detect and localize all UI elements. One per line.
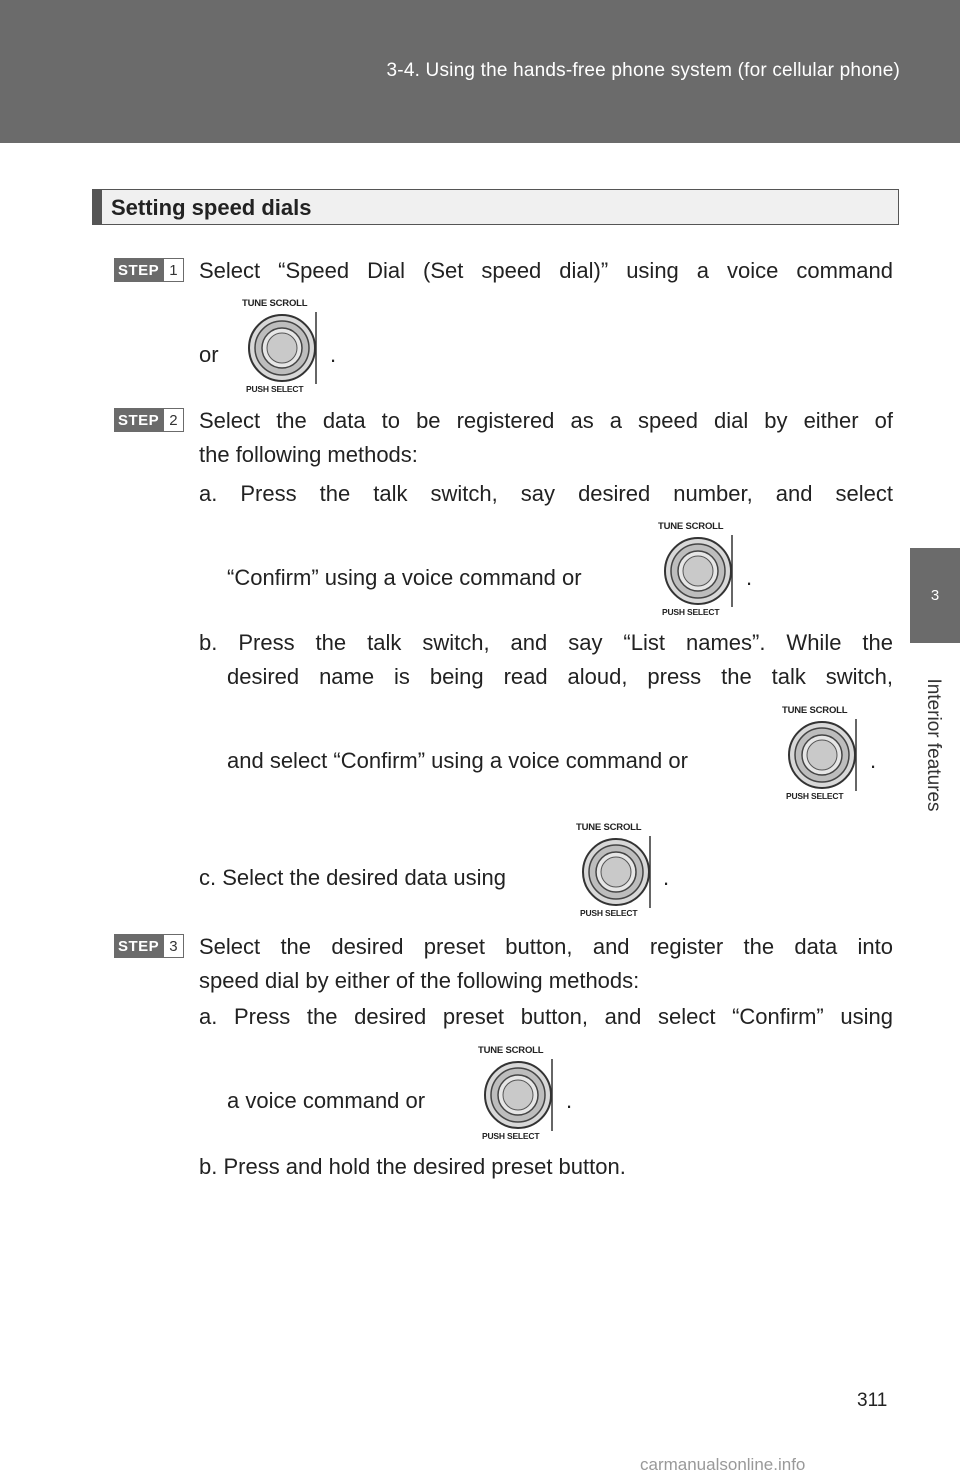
page-number: 311	[857, 1390, 888, 1411]
step-2a-end: .	[746, 565, 753, 590]
step-3a-line-2: a voice command or	[227, 1088, 426, 1113]
step-2c-line-1: c. Select the desired data using	[199, 865, 506, 890]
page-header: 3-4. Using the hands-free phone system (…	[0, 0, 960, 143]
step-2-line-1: Select the data to be registered as a sp…	[199, 408, 893, 433]
watermark: carmanualsonline.info	[640, 1455, 806, 1474]
step-2b-line-3: and select “Confirm” using a voice comma…	[227, 748, 688, 773]
step-2-badge: STEP 2	[114, 408, 184, 432]
step-2c-end: .	[663, 865, 670, 890]
section-title-bar	[93, 190, 102, 224]
knob-icon	[484, 1059, 553, 1131]
step-1-line-1: Select “Speed Dial (Set speed dial)” usi…	[199, 258, 893, 283]
tune-scroll-knob: TUNE SCROLL PUSH SELECT	[654, 521, 744, 621]
step-3b-line-1: b. Press and hold the desired preset but…	[199, 1154, 626, 1179]
knob-icon	[582, 836, 651, 908]
step-2-line-2: the following methods:	[199, 442, 418, 467]
step-3-badge: STEP 3	[114, 934, 184, 958]
tune-scroll-knob: TUNE SCROLL PUSH SELECT	[572, 822, 662, 922]
step-2a-line-2: “Confirm” using a voice command or	[227, 565, 582, 590]
step-3a-line-1: a. Press the desired preset button, and …	[199, 1004, 893, 1029]
step-1-badge: STEP 1	[114, 258, 184, 282]
section-title: Setting speed dials	[111, 195, 312, 220]
step-2b-line-1: b. Press the talk switch, and say “List …	[199, 630, 893, 655]
knob-icon	[248, 312, 317, 384]
knob-icon	[664, 535, 733, 607]
step-2b-end: .	[870, 748, 877, 773]
knob-icon	[788, 719, 857, 791]
step-1-line-2: or	[199, 342, 219, 367]
push-select-label: PUSH SELECT	[246, 384, 304, 394]
step-1-end: .	[330, 342, 337, 367]
chapter-number: 3	[930, 587, 940, 604]
step-2a-line-1: a. Press the talk switch, say desired nu…	[199, 481, 893, 506]
chapter-tab: 3	[910, 548, 960, 643]
tune-scroll-knob: TUNE SCROLL PUSH SELECT	[474, 1045, 564, 1145]
header-title: 3-4. Using the hands-free phone system (…	[386, 60, 900, 81]
step-2b-line-2: desired name is being read aloud, press …	[227, 664, 893, 689]
step-3a-end: .	[566, 1088, 573, 1113]
section-title-box: Setting speed dials	[92, 189, 899, 225]
tune-scroll-knob: TUNE SCROLL PUSH SELECT	[238, 298, 328, 398]
step-3-line-1: Select the desired preset button, and re…	[199, 934, 893, 959]
step-3-line-2: speed dial by either of the following me…	[199, 968, 640, 993]
tune-scroll-knob: TUNE SCROLL PUSH SELECT	[778, 705, 868, 805]
chapter-label: Interior features	[923, 678, 944, 812]
tune-scroll-label: TUNE SCROLL	[242, 298, 308, 309]
